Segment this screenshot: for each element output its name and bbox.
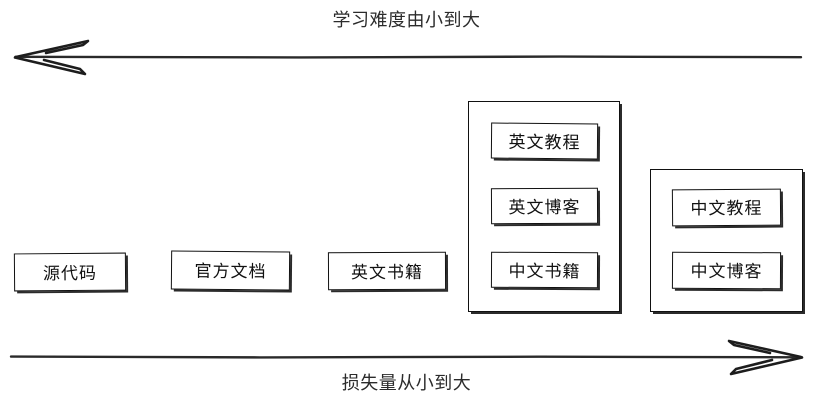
node-label: 官方文档 (194, 261, 267, 283)
node-label: 英文教程 (508, 132, 581, 153)
arrow-right-icon (727, 339, 804, 376)
node-chinese-books[interactable]: 中文书籍 (490, 251, 599, 289)
node-label: 中文书籍 (508, 261, 581, 282)
top-axis (13, 39, 803, 76)
top-axis-label: 学习难度由小到大 (332, 10, 481, 31)
node-label: 中文教程 (690, 198, 763, 220)
node-english-blog[interactable]: 英文博客 (490, 187, 599, 225)
node-chinese-blog[interactable]: 中文博客 (671, 251, 782, 290)
node-source-code[interactable]: 源代码 (13, 252, 127, 292)
node-english-tutorial[interactable]: 英文教程 (490, 122, 599, 160)
bottom-axis-label: 损失量从小到大 (341, 373, 472, 394)
node-label: 源代码 (42, 263, 98, 284)
node-official-docs[interactable]: 官方文档 (170, 250, 291, 291)
bottom-axis (9, 339, 804, 376)
node-english-books[interactable]: 英文书籍 (327, 251, 447, 291)
arrow-left-icon (13, 39, 90, 76)
node-label: 英文书籍 (350, 262, 424, 283)
node-label: 中文博客 (690, 261, 763, 283)
node-chinese-tutorial[interactable]: 中文教程 (671, 188, 782, 227)
node-label: 英文博客 (508, 197, 581, 218)
